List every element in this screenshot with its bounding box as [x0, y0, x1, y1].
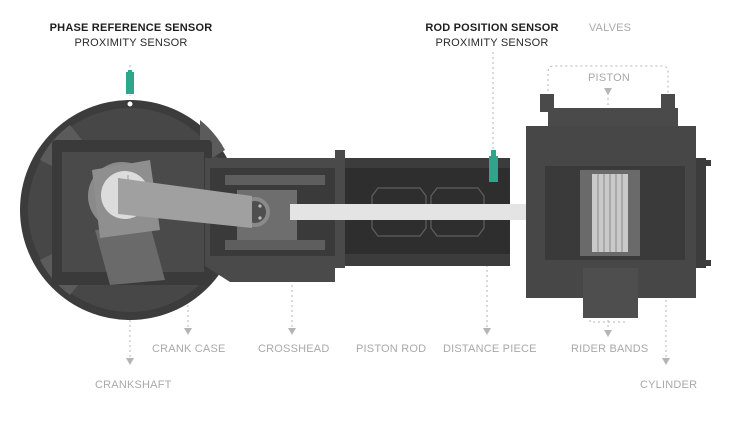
valve-left — [540, 94, 554, 112]
cylinder-assembly — [526, 94, 711, 318]
leader-arrowheads — [126, 88, 670, 365]
piston-label: PISTON — [588, 72, 630, 84]
valve-right — [661, 94, 675, 112]
connecting-rod — [118, 178, 252, 228]
phase-reference-sensor-title: PHASE REFERENCE SENSOR — [49, 22, 213, 34]
piston-rod-label: PISTON ROD — [356, 343, 427, 355]
rod-position-sensor-subtitle: PROXIMITY SENSOR — [435, 37, 549, 49]
crankshaft-label: CRANKSHAFT — [95, 379, 172, 391]
crank-case-label: CRANK CASE — [152, 343, 226, 355]
rider-band — [583, 268, 638, 318]
cylinder-label: CYLINDER — [640, 379, 698, 391]
distance-piece-label: DISTANCE PIECE — [443, 343, 537, 355]
phase-reference-sensor — [126, 70, 134, 108]
rider-bands-label: RIDER BANDS — [571, 343, 649, 355]
valves-label: VALVES — [588, 22, 632, 34]
piston-rod — [290, 204, 585, 220]
crosshead-label: CROSSHEAD — [258, 343, 330, 355]
phase-reference-sensor-subtitle: PROXIMITY SENSOR — [74, 37, 188, 49]
rod-position-sensor — [489, 150, 498, 182]
rod-position-sensor-title: ROD POSITION SENSOR — [425, 22, 559, 34]
